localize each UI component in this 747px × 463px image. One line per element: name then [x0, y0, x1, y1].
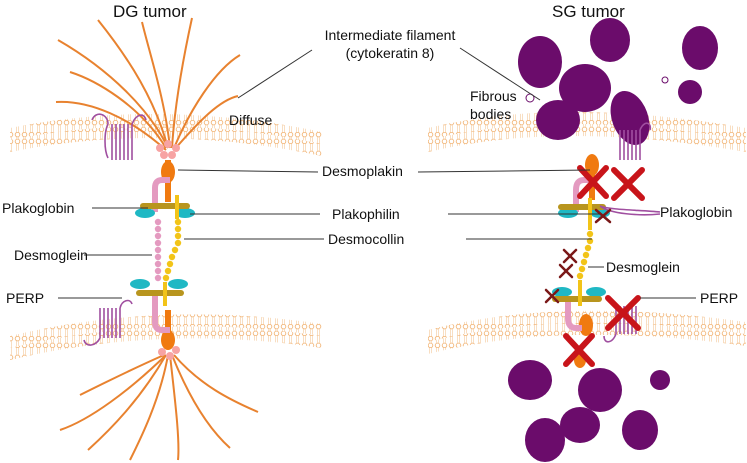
plakoglobin-shape	[152, 177, 170, 212]
upper-membrane-outer	[10, 113, 322, 144]
plakophilin-shape	[175, 208, 195, 218]
intermediate-filament-label: Intermediate filament	[324, 27, 456, 43]
perp-right-label: PERP	[700, 290, 739, 306]
desmoplakin-label: Desmoplakin	[322, 163, 403, 179]
plakoglobin-right-label: Plakoglobin	[660, 204, 733, 220]
loss-cross-icon	[563, 333, 595, 367]
plakophilin-label: Plakophilin	[332, 206, 400, 222]
loss-cross-icon	[577, 165, 609, 199]
upper-membrane-inner	[10, 125, 322, 156]
desmoplakin-tip-icon	[168, 151, 176, 159]
plakophilin-shape	[168, 279, 188, 289]
cytokeratin-label: (cytokeratin 8)	[345, 45, 435, 61]
plakoglobin-shape-bottom	[152, 296, 170, 333]
sg-perp-protein	[599, 122, 661, 216]
desmoglein-chain	[154, 218, 162, 282]
plakoglobin-left-label: Plakoglobin	[2, 200, 75, 216]
sg-lower-membrane-inner	[428, 322, 746, 354]
sg-olive-bar	[558, 204, 606, 210]
intermediate-filaments-top	[55, 17, 241, 151]
desmocollin-label: Desmocollin	[328, 231, 405, 247]
loss-cross-icon	[611, 167, 645, 201]
perp-left-label: PERP	[6, 290, 45, 306]
desmoglein-left-label: Desmoglein	[14, 247, 88, 263]
sg-lower-membrane-outer	[428, 310, 746, 342]
sg-upper-membrane-inner	[428, 124, 746, 152]
sg-upper-membrane-outer	[428, 112, 746, 140]
desmoglein-right-label: Desmoglein	[606, 259, 680, 275]
lower-membrane-outer	[10, 314, 322, 348]
fibrous-label: Fibrous	[470, 88, 517, 104]
desmoplakin-tip-icon	[166, 352, 174, 360]
desmoplakin-head-bottom	[161, 330, 175, 350]
dg-tumor-panel	[10, 17, 322, 461]
leader-lines	[58, 47, 696, 299]
desmoplakin-tip-icon	[158, 348, 166, 356]
sg-tumor-title: SG tumor	[552, 2, 625, 21]
dg-tumor-title: DG tumor	[113, 2, 187, 21]
sg-plakoglobin-shape	[573, 177, 592, 212]
sg-plakophilin-shape	[558, 208, 578, 218]
perp-protein	[91, 113, 147, 160]
desmoplakin-tip-icon	[172, 346, 180, 354]
sg-desmoplakin-head-bottom	[579, 314, 593, 336]
sg-plakoglobin-shape-bottom	[565, 300, 582, 331]
sg-olive-bar	[552, 296, 602, 302]
sg-tumor-panel	[428, 18, 746, 462]
desmoplakin-tip-icon	[164, 140, 172, 148]
bodies-label: bodies	[470, 106, 512, 122]
fibrous-bodies-bottom	[508, 360, 670, 462]
lower-membrane-inner	[10, 326, 322, 360]
plakophilin-shape	[135, 208, 155, 218]
olive-bar	[136, 290, 184, 296]
desmoplakin-tip-icon	[172, 144, 180, 152]
plakophilin-shape	[130, 279, 150, 289]
small-loss-cross-icon	[544, 208, 612, 304]
diffuse-label: Diffuse	[229, 112, 273, 128]
intermediate-filaments-bottom	[59, 354, 259, 461]
perp-protein-bottom	[83, 299, 133, 346]
sg-plakophilin-shape	[586, 287, 606, 297]
loss-cross-icon	[605, 295, 641, 331]
desmoplakin-tip-icon	[160, 151, 168, 159]
desmoplakin-tip-icon	[156, 144, 164, 152]
desmocollin-chain	[162, 195, 182, 306]
